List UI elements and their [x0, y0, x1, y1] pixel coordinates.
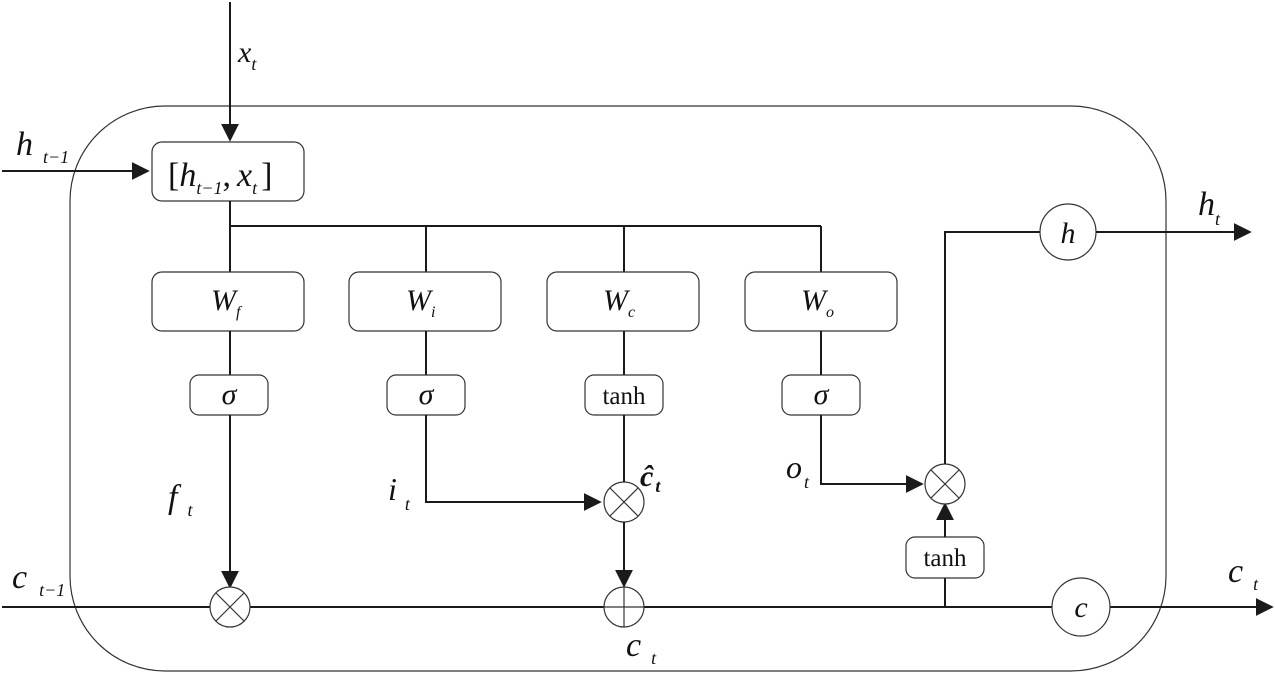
multiply-icon — [609, 487, 639, 517]
multiply-icon — [930, 469, 960, 499]
cell-node-label: c — [1074, 591, 1087, 624]
multiply-icon — [215, 592, 245, 622]
cell-node — [1051, 577, 1111, 637]
activation-label-f: σ — [222, 378, 238, 411]
activation-label-c: tanh — [602, 383, 646, 410]
weight-label-o: Wo — [801, 284, 834, 321]
weight-box-f — [151, 271, 305, 332]
activation-label-i: σ — [419, 378, 435, 411]
weight-label-i: Wi — [406, 284, 435, 321]
cell-boundary — [69, 105, 1167, 672]
weight-label-f: Wf — [211, 284, 243, 321]
hidden-output-label: ht — [1198, 186, 1221, 229]
concat-box — [151, 141, 305, 202]
input-gate-arrow — [425, 415, 602, 511]
activation-label-o: σ — [814, 378, 830, 411]
hidden-node-label: h — [1061, 217, 1076, 250]
weight-label-c: Wc — [603, 284, 635, 321]
x-input-label: xt — [237, 36, 257, 74]
concat-label: [ht−1,xt] — [168, 157, 272, 198]
output-tanh-label: tanh — [923, 545, 967, 572]
multiply-to-h-link — [944, 231, 1040, 464]
output-gate-arrow — [820, 415, 924, 493]
